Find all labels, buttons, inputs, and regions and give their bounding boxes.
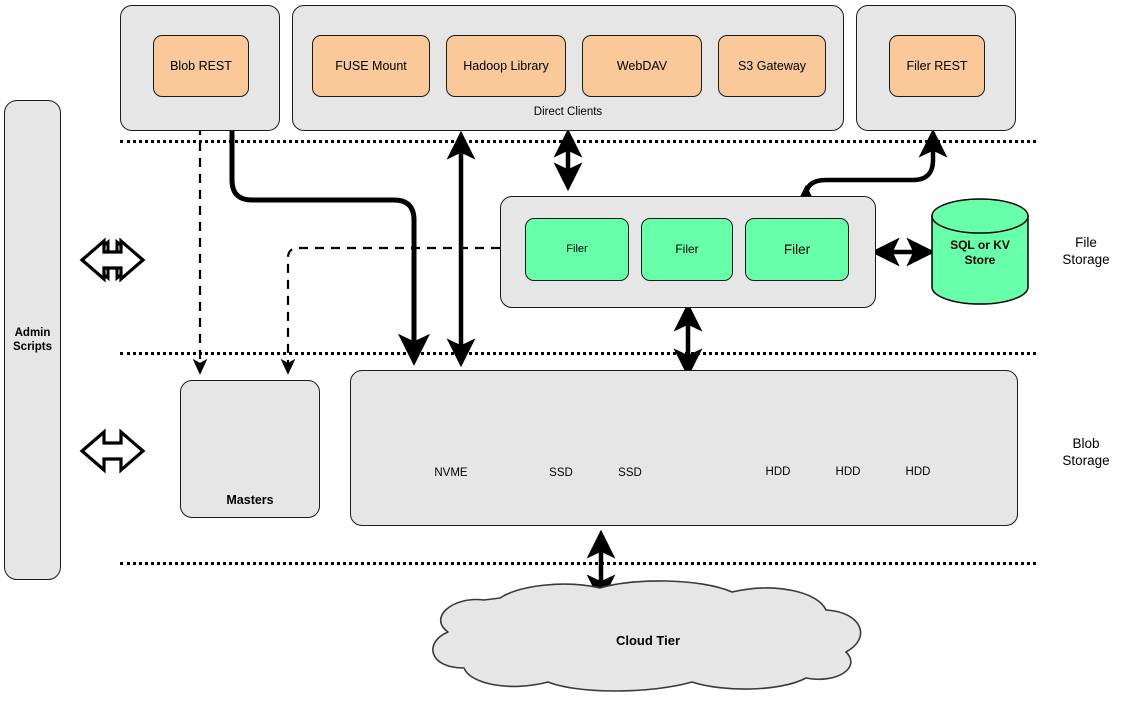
node-filer-3-label: Filer <box>783 241 811 257</box>
disk-label-ssd-1: SSD <box>549 467 573 479</box>
node-filer-1-label: Filer <box>566 243 588 256</box>
admin-arrow-file-storage <box>79 237 146 283</box>
metadata-store[interactable]: SQL or KV Store <box>932 216 1028 304</box>
tier-caption-file-storage: File Storage <box>1062 235 1110 267</box>
node-webdav[interactable]: WebDAV <box>582 35 702 97</box>
cloud-tier[interactable]: Cloud Tier <box>424 578 872 694</box>
filer-rest-group: Filer REST <box>856 5 1016 131</box>
disk-label-hdd-1: HDD <box>765 466 791 478</box>
disk-label-hdd-3: HDD <box>905 466 931 478</box>
node-filer-1[interactable]: Filer <box>525 218 629 281</box>
masters-group: Masters <box>180 380 320 518</box>
node-filer-3[interactable]: Filer <box>745 218 849 281</box>
node-s3-gateway[interactable]: S3 Gateway <box>718 35 826 97</box>
tier-caption-blob-storage: Blob Storage <box>1062 436 1110 468</box>
direct-clients-group: FUSE Mount Hadoop Library WebDAV S3 Gate… <box>292 5 844 131</box>
node-filer-2-label: Filer <box>675 241 699 256</box>
volume-servers-group <box>350 370 1018 526</box>
blob-rest-group: Blob REST <box>120 5 280 131</box>
node-s3-gateway-label: S3 Gateway <box>737 58 807 73</box>
node-fuse-mount[interactable]: FUSE Mount <box>312 35 430 97</box>
separator-blob-cloud <box>120 562 1036 565</box>
masters-label: Masters <box>226 493 274 507</box>
metadata-store-label: SQL or KV Store <box>950 238 1010 267</box>
admin-scripts-rail[interactable]: Admin Scripts <box>4 100 61 580</box>
disk-label-hdd-2: HDD <box>835 466 861 478</box>
disk-label-ssd-2: SSD <box>618 467 642 479</box>
node-hadoop-library[interactable]: Hadoop Library <box>446 35 566 97</box>
node-filer-rest-label: Filer REST <box>906 58 968 73</box>
node-filer-rest[interactable]: Filer REST <box>889 35 985 97</box>
filer-cluster-group: Filer Filer Filer <box>500 196 876 308</box>
node-hadoop-library-label: Hadoop Library <box>463 58 549 73</box>
node-webdav-label: WebDAV <box>616 58 668 73</box>
admin-scripts-label: Admin Scripts <box>13 326 52 353</box>
node-fuse-mount-label: FUSE Mount <box>335 58 407 73</box>
direct-clients-caption: Direct Clients <box>533 106 603 118</box>
separator-file-blob <box>120 352 1036 355</box>
node-blob-rest[interactable]: Blob REST <box>153 35 249 97</box>
node-filer-2[interactable]: Filer <box>641 218 733 281</box>
node-blob-rest-label: Blob REST <box>170 58 232 73</box>
separator-clients-file <box>120 140 1036 143</box>
disk-label-nvme: NVME <box>434 467 468 479</box>
cloud-tier-label: Cloud Tier <box>615 633 681 648</box>
admin-arrow-blob-storage <box>79 428 146 474</box>
